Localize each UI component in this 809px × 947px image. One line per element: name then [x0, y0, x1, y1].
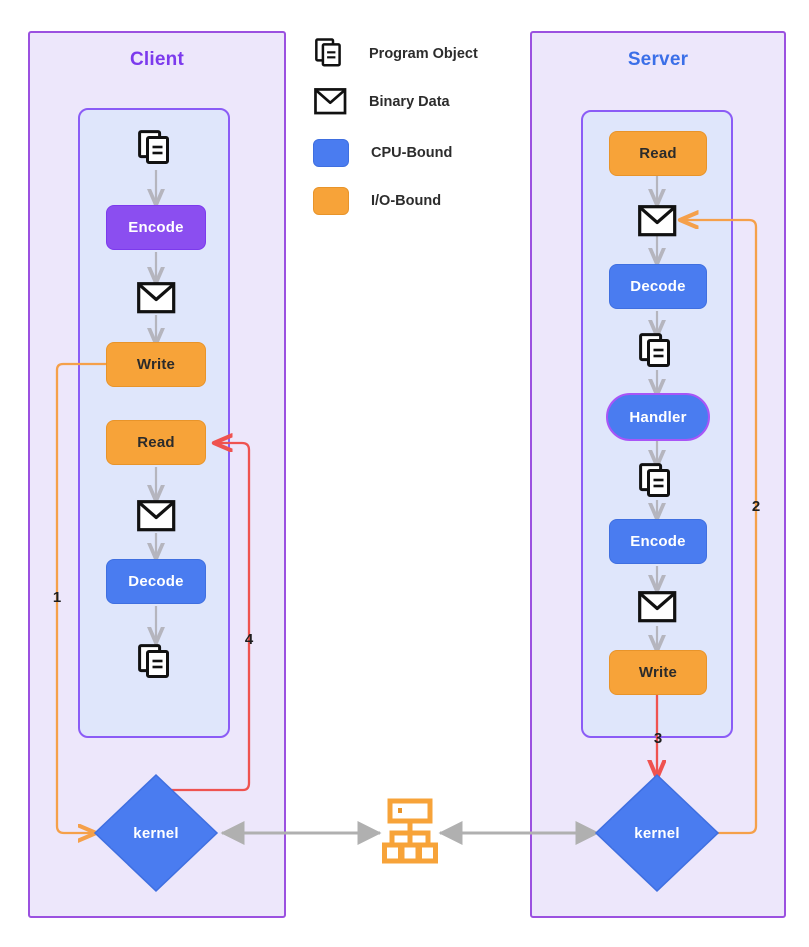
server-read-node[interactable]: Read: [609, 131, 707, 176]
io-bound-swatch: [313, 187, 349, 215]
client-read-node[interactable]: Read: [106, 420, 206, 465]
client-title: Client: [130, 49, 184, 70]
edge-label-1: 1: [52, 589, 62, 606]
program-object-icon: [313, 38, 347, 70]
server-decode-node[interactable]: Decode: [609, 264, 707, 309]
server-kernel-label[interactable]: kernel: [612, 818, 702, 848]
legend-item-io-bound: I/O-Bound: [313, 187, 441, 215]
server-title: Server: [627, 49, 689, 70]
server-write-node[interactable]: Write: [609, 650, 707, 695]
program-object-icon: [138, 644, 169, 678]
cpu-bound-swatch: [313, 139, 349, 167]
binary-data-icon: [638, 205, 677, 237]
edge-label-2: 2: [751, 498, 761, 515]
legend-label-program-object: Program Object: [369, 46, 478, 62]
network-sitemap-icon: [382, 798, 438, 864]
legend-label-binary-data: Binary Data: [369, 93, 450, 110]
server-encode-node[interactable]: Encode: [609, 519, 707, 564]
server-handler-node[interactable]: Handler: [606, 393, 710, 441]
program-object-icon: [639, 333, 670, 367]
legend-item-cpu-bound: CPU-Bound: [313, 139, 452, 167]
legend-label-io-bound: I/O-Bound: [371, 193, 442, 209]
binary-data-icon: [137, 500, 176, 532]
legend: Program Object Binary Data CPU-Bound I/O…: [313, 38, 513, 238]
legend-label-cpu-bound: CPU-Bound: [371, 145, 453, 161]
edge-label-3: 3: [653, 730, 663, 747]
binary-data-icon: [313, 88, 347, 115]
binary-data-icon: [638, 591, 677, 623]
legend-item-program-object: Program Object: [313, 38, 478, 70]
program-object-icon: [138, 130, 169, 164]
client-decode-node[interactable]: Decode: [106, 559, 206, 604]
edge-label-4: 4: [244, 631, 254, 648]
legend-item-binary-data: Binary Data: [313, 88, 450, 115]
binary-data-icon: [137, 282, 176, 314]
client-write-node[interactable]: Write: [106, 342, 206, 387]
client-encode-node[interactable]: Encode: [106, 205, 206, 250]
client-kernel-label[interactable]: kernel: [111, 818, 201, 848]
program-object-icon: [639, 463, 670, 497]
